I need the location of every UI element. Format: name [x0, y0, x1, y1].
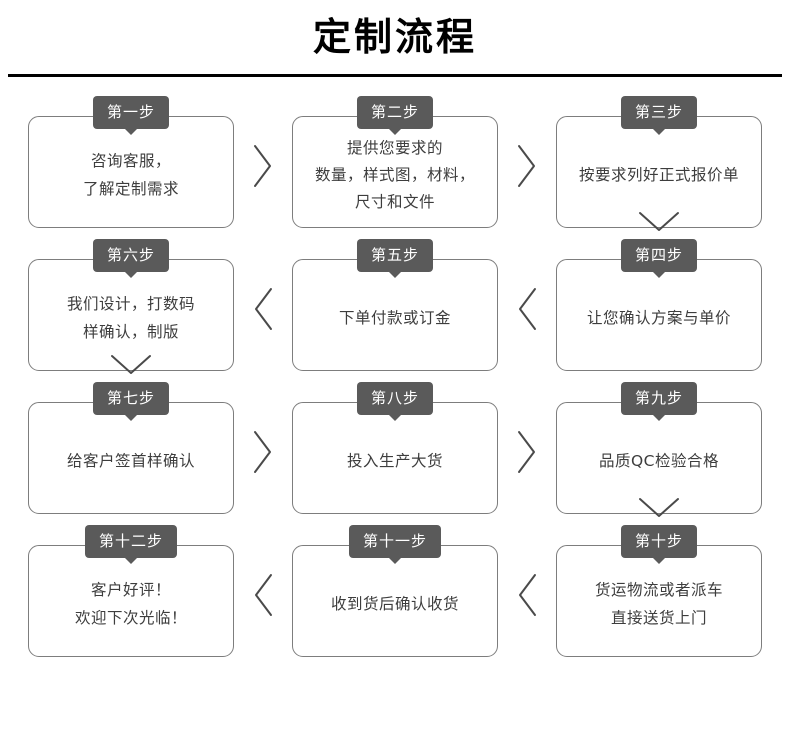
step-badge: 第八步 — [356, 381, 434, 415]
step-badge: 第二步 — [356, 95, 434, 129]
step-badge: 第十二步 — [84, 524, 178, 558]
step-box[interactable]: 第一步咨询客服， 了解定制需求 — [28, 95, 234, 228]
flow-cell: 第十步货运物流或者派车直接送货上门 — [545, 524, 773, 657]
step-description: 收到货后确认收货 — [321, 591, 469, 618]
chevron-right-icon — [245, 95, 281, 238]
flow-row-4: 第十二步客户好评！欢迎下次光临！第十一步收到货后确认收货第十步货运物流或者派车直… — [0, 524, 790, 667]
chevron-left-icon — [245, 238, 281, 381]
chevron-right-icon — [509, 381, 545, 524]
step-description: 客户好评！ 欢迎下次光临！ — [65, 577, 197, 631]
step-box[interactable]: 第五步下单付款或订金 — [292, 238, 498, 371]
step-description-line: 投入生产大货 — [346, 451, 443, 470]
step-badge: 第六步 — [92, 238, 170, 272]
step-badge: 第七步 — [92, 381, 170, 415]
step-box[interactable]: 第二步提供您要求的数量，样式图，材料， 尺寸和文件 — [292, 95, 498, 228]
flow-cell: 第十一步收到货后确认收货 — [281, 524, 509, 657]
step-description-line: 样确认，制版 — [82, 322, 179, 341]
page-header: 定制流程 — [0, 0, 790, 77]
step-badge: 第三步 — [620, 95, 698, 129]
flow-row-1: 第一步咨询客服， 了解定制需求 第二步提供您要求的数量，样式图，材料， 尺寸和文件 第三… — [0, 95, 790, 238]
step-box[interactable]: 第十一步收到货后确认收货 — [292, 524, 498, 657]
step-description: 投入生产大货 — [337, 448, 453, 475]
step-badge: 第五步 — [356, 238, 434, 272]
step-badge: 第十一步 — [348, 524, 442, 558]
step-box[interactable]: 第八步投入生产大货 — [292, 381, 498, 514]
step-box[interactable]: 第七步给客户签首样确认 — [28, 381, 234, 514]
flow-cell: 第四步让您确认方案与单价 — [545, 238, 773, 371]
step-description-line: 客户好评！ — [90, 581, 171, 600]
chevron-left-icon — [509, 524, 545, 667]
step-description: 给客户签首样确认 — [57, 448, 205, 475]
step-description-line: 按要求列好正式报价单 — [578, 165, 739, 184]
step-description-line: 下单付款或订金 — [338, 308, 451, 327]
step-badge: 第九步 — [620, 381, 698, 415]
step-box[interactable]: 第六步我们设计，打数码样确认，制版 — [28, 238, 234, 371]
step-box[interactable]: 第十二步客户好评！ 欢迎下次光临！ — [28, 524, 234, 657]
flow-cell: 第十二步客户好评！ 欢迎下次光临！ — [17, 524, 245, 657]
step-description-line: 让您确认方案与单价 — [586, 308, 731, 327]
step-description-line: 品质QC检验合格 — [598, 451, 720, 470]
flow-cell: 第九步品质QC检验合格 — [545, 381, 773, 514]
flow-cell: 第七步给客户签首样确认 — [17, 381, 245, 514]
step-description-line: 直接送货上门 — [610, 608, 707, 627]
step-description-line: 收到货后确认收货 — [330, 594, 459, 613]
chevron-down-icon — [637, 210, 681, 236]
page-title: 定制流程 — [312, 15, 477, 59]
step-description: 让您确认方案与单价 — [577, 305, 741, 332]
step-box[interactable]: 第十步货运物流或者派车直接送货上门 — [556, 524, 762, 657]
step-description: 下单付款或订金 — [329, 305, 461, 332]
step-badge: 第四步 — [620, 238, 698, 272]
flow-cell: 第一步咨询客服， 了解定制需求 — [17, 95, 245, 228]
step-badge: 第十步 — [620, 524, 698, 558]
flowchart: 第一步咨询客服， 了解定制需求 第二步提供您要求的数量，样式图，材料， 尺寸和文件 第三… — [0, 77, 790, 667]
chevron-down-icon — [109, 353, 153, 379]
step-description-line: 尺寸和文件 — [354, 193, 435, 212]
step-description: 我们设计，打数码样确认，制版 — [57, 291, 205, 345]
chevron-right-icon — [509, 95, 545, 238]
flow-cell: 第八步投入生产大货 — [281, 381, 509, 514]
flow-cell: 第三步按要求列好正式报价单 — [545, 95, 773, 228]
step-box[interactable]: 第九步品质QC检验合格 — [556, 381, 762, 514]
flow-cell: 第六步我们设计，打数码样确认，制版 — [17, 238, 245, 371]
chevron-right-icon — [245, 381, 281, 524]
flow-row-3: 第七步给客户签首样确认第八步投入生产大货第九步品质QC检验合格 — [0, 381, 790, 524]
step-box[interactable]: 第四步让您确认方案与单价 — [556, 238, 762, 371]
flow-cell: 第五步下单付款或订金 — [281, 238, 509, 371]
step-description: 品质QC检验合格 — [589, 448, 729, 475]
step-description-line: 欢迎下次光临！ — [74, 608, 187, 627]
chevron-down-icon — [637, 496, 681, 522]
step-description: 按要求列好正式报价单 — [569, 162, 749, 189]
step-description: 货运物流或者派车直接送货上门 — [585, 577, 733, 631]
step-description-line: 给客户签首样确认 — [66, 451, 195, 470]
chevron-left-icon — [509, 238, 545, 381]
flow-cell: 第二步提供您要求的数量，样式图，材料， 尺寸和文件 — [281, 95, 509, 228]
chevron-left-icon — [245, 524, 281, 667]
step-description-line: 了解定制需求 — [82, 179, 179, 198]
flow-row-2: 第六步我们设计，打数码样确认，制版第五步下单付款或订金第四步让您确认方案与单价 — [0, 238, 790, 381]
step-description-line: 提供您要求的 — [346, 138, 443, 157]
step-box[interactable]: 第三步按要求列好正式报价单 — [556, 95, 762, 228]
step-description-line: 咨询客服， — [90, 152, 171, 171]
step-description: 提供您要求的数量，样式图，材料， 尺寸和文件 — [305, 135, 485, 216]
step-description-line: 数量，样式图，材料， — [314, 165, 475, 184]
step-description: 咨询客服， 了解定制需求 — [73, 148, 189, 202]
step-badge: 第一步 — [92, 95, 170, 129]
step-description-line: 我们设计，打数码 — [66, 295, 195, 314]
title-divider — [8, 73, 782, 77]
step-description-line: 货运物流或者派车 — [594, 581, 723, 600]
